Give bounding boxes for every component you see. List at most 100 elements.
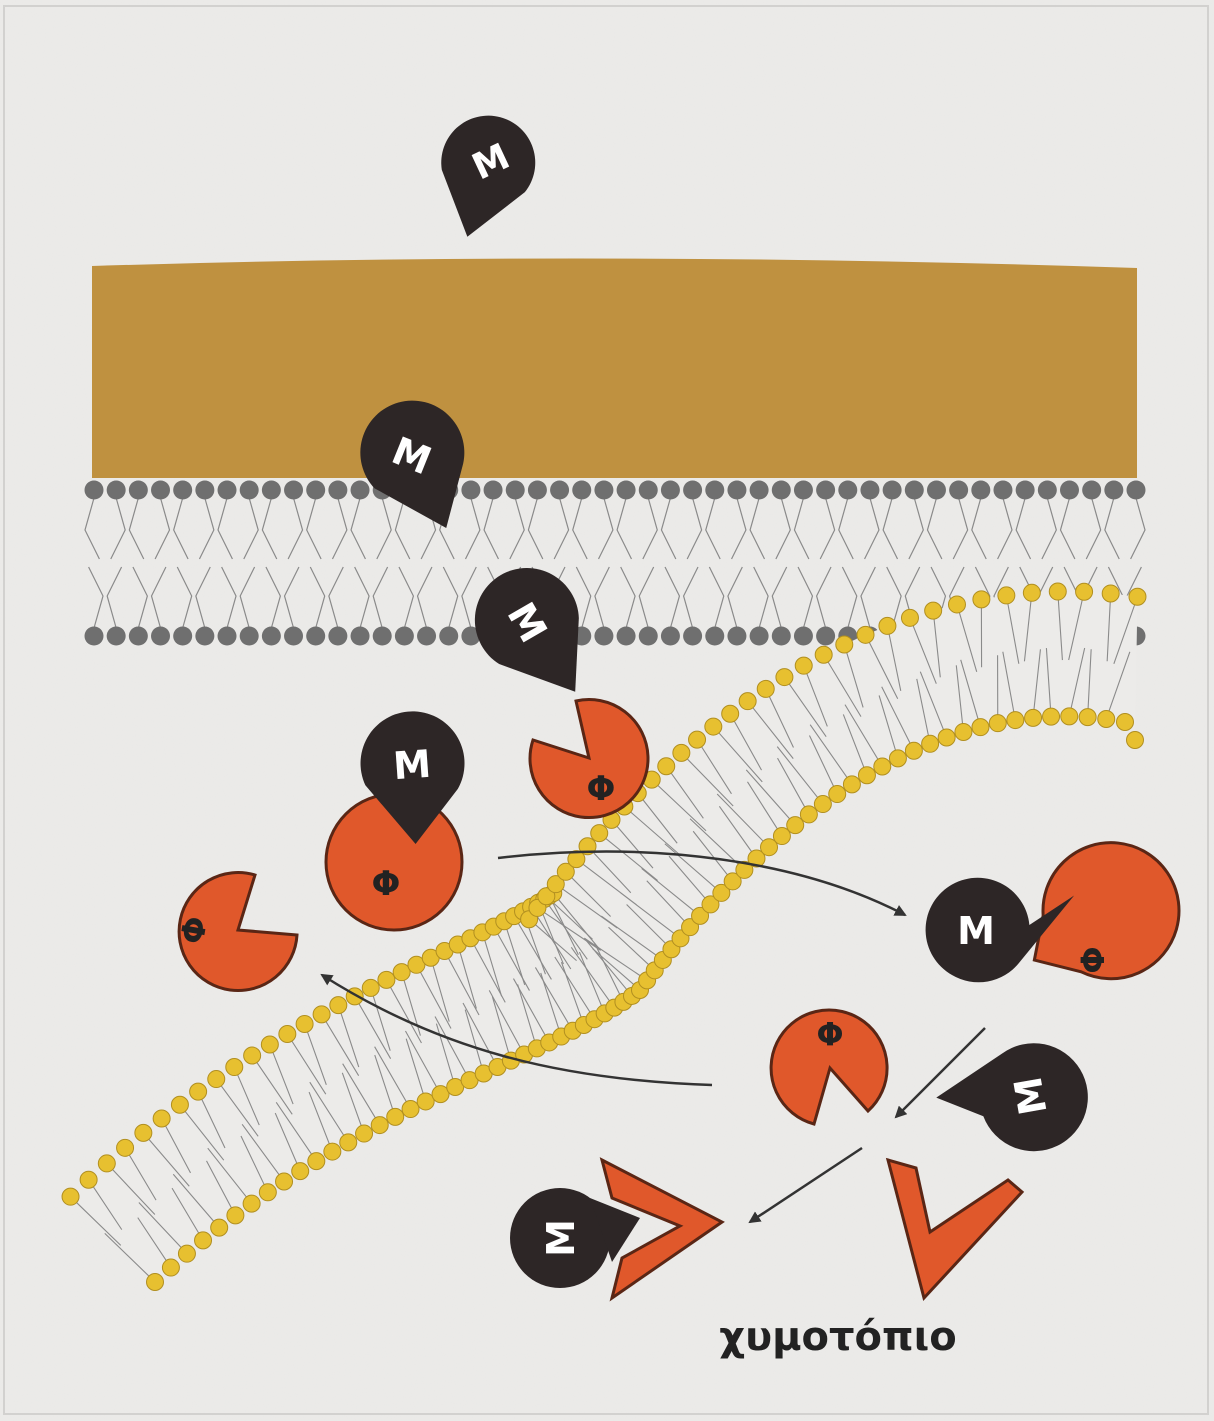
lipid-head <box>340 1134 357 1151</box>
lipid-head <box>883 481 902 500</box>
lipid-head <box>1127 481 1146 500</box>
lipid-head <box>550 481 569 500</box>
lipid-head <box>284 627 303 646</box>
molecule-7-letter: Μ <box>539 1219 583 1257</box>
lipid-head <box>261 1036 278 1053</box>
lipid-head <box>284 481 303 500</box>
lipid-head <box>153 1110 170 1127</box>
carrier-1-letter: Φ <box>372 864 401 904</box>
lipid-head <box>371 1117 388 1134</box>
lipid-head <box>296 1015 313 1032</box>
lipid-head <box>62 1188 79 1205</box>
lipid-head <box>402 1101 419 1118</box>
lipid-head <box>591 825 608 842</box>
lipid-head <box>1043 708 1060 725</box>
lipid-head <box>218 627 237 646</box>
lipid-head <box>151 627 170 646</box>
lipid-head <box>195 627 214 646</box>
lipid-head <box>227 1207 244 1224</box>
lipid-head <box>722 705 739 722</box>
lipid-head <box>1007 712 1024 729</box>
lipid-head <box>993 481 1012 500</box>
lipid-head <box>306 627 325 646</box>
lipid-head <box>673 744 690 761</box>
lipid-head <box>1049 583 1066 600</box>
molecule-4-letter: Μ <box>392 742 433 789</box>
lipid-head <box>1025 709 1042 726</box>
lipid-head <box>757 680 774 697</box>
lipid-head <box>727 627 746 646</box>
lipid-head <box>330 997 347 1014</box>
lipid-head <box>324 1143 341 1160</box>
lipid-head <box>162 1259 179 1276</box>
lipid-head <box>262 481 281 500</box>
lipid-head <box>362 979 379 996</box>
lipid-head <box>1102 585 1119 602</box>
lipid-head <box>308 1153 325 1170</box>
lipid-head <box>1129 588 1146 605</box>
lipid-head <box>356 1125 373 1142</box>
lipid-head <box>178 1245 195 1262</box>
lipid-head <box>218 481 237 500</box>
lipid-head <box>1117 714 1134 731</box>
lipid-head <box>938 729 955 746</box>
carrier-4-letter: Φ <box>1074 946 1112 973</box>
lipid-head <box>739 693 756 710</box>
lipid-head <box>594 481 613 500</box>
lipid-head <box>794 627 813 646</box>
lipid-head <box>836 636 853 653</box>
lipid-head <box>750 481 769 500</box>
lipid-head <box>617 627 636 646</box>
lipid-head <box>925 602 942 619</box>
lipid-head <box>173 481 192 500</box>
lipid-head <box>85 627 104 646</box>
lipid-head <box>1038 481 1057 500</box>
lipid-head <box>243 1195 260 1212</box>
lipid-head <box>276 1173 293 1190</box>
lipid-head <box>171 1096 188 1113</box>
lipid-head <box>772 627 791 646</box>
lipid-head <box>395 627 414 646</box>
lipid-head <box>528 481 547 500</box>
lipid-head <box>262 627 281 646</box>
lipid-head <box>129 627 148 646</box>
lipid-head <box>211 1219 228 1236</box>
lipid-head <box>1079 709 1096 726</box>
lipid-head <box>858 767 875 784</box>
lipid-head <box>387 1108 404 1125</box>
lipid-head <box>1061 708 1078 725</box>
lipid-head <box>705 718 722 735</box>
carrier-2-letter: Φ <box>587 769 616 809</box>
lipid-head <box>639 627 658 646</box>
lipid-head <box>829 786 846 803</box>
lipid-head <box>1023 584 1040 601</box>
lipid-head <box>80 1171 97 1188</box>
molecule-6-letter: Μ <box>1006 1073 1056 1118</box>
vacuole-label: χυμοτόπιο <box>719 1314 956 1360</box>
lipid-head <box>816 481 835 500</box>
lipid-head <box>727 481 746 500</box>
lipid-head <box>147 1274 164 1291</box>
lipid-head <box>776 669 793 686</box>
lipid-head <box>901 609 918 626</box>
lipid-head <box>351 627 370 646</box>
lipid-head <box>795 657 812 674</box>
molecule-5-letter: Μ <box>957 909 995 953</box>
lipid-head <box>173 627 192 646</box>
lipid-head <box>879 617 896 634</box>
lipid-head <box>328 481 347 500</box>
lipid-head <box>98 1155 115 1172</box>
lipid-head <box>1127 732 1144 749</box>
lipid-head <box>922 735 939 752</box>
lipid-head <box>955 723 972 740</box>
lipid-head <box>772 481 791 500</box>
lipid-head <box>484 481 503 500</box>
lipid-head <box>107 627 126 646</box>
carrier-5-letter: Φ <box>816 1014 843 1052</box>
lipid-head <box>905 481 924 500</box>
lipid-head <box>843 776 860 793</box>
lipid-head <box>190 1083 207 1100</box>
lipid-head <box>135 1124 152 1141</box>
lipid-head <box>998 587 1015 604</box>
